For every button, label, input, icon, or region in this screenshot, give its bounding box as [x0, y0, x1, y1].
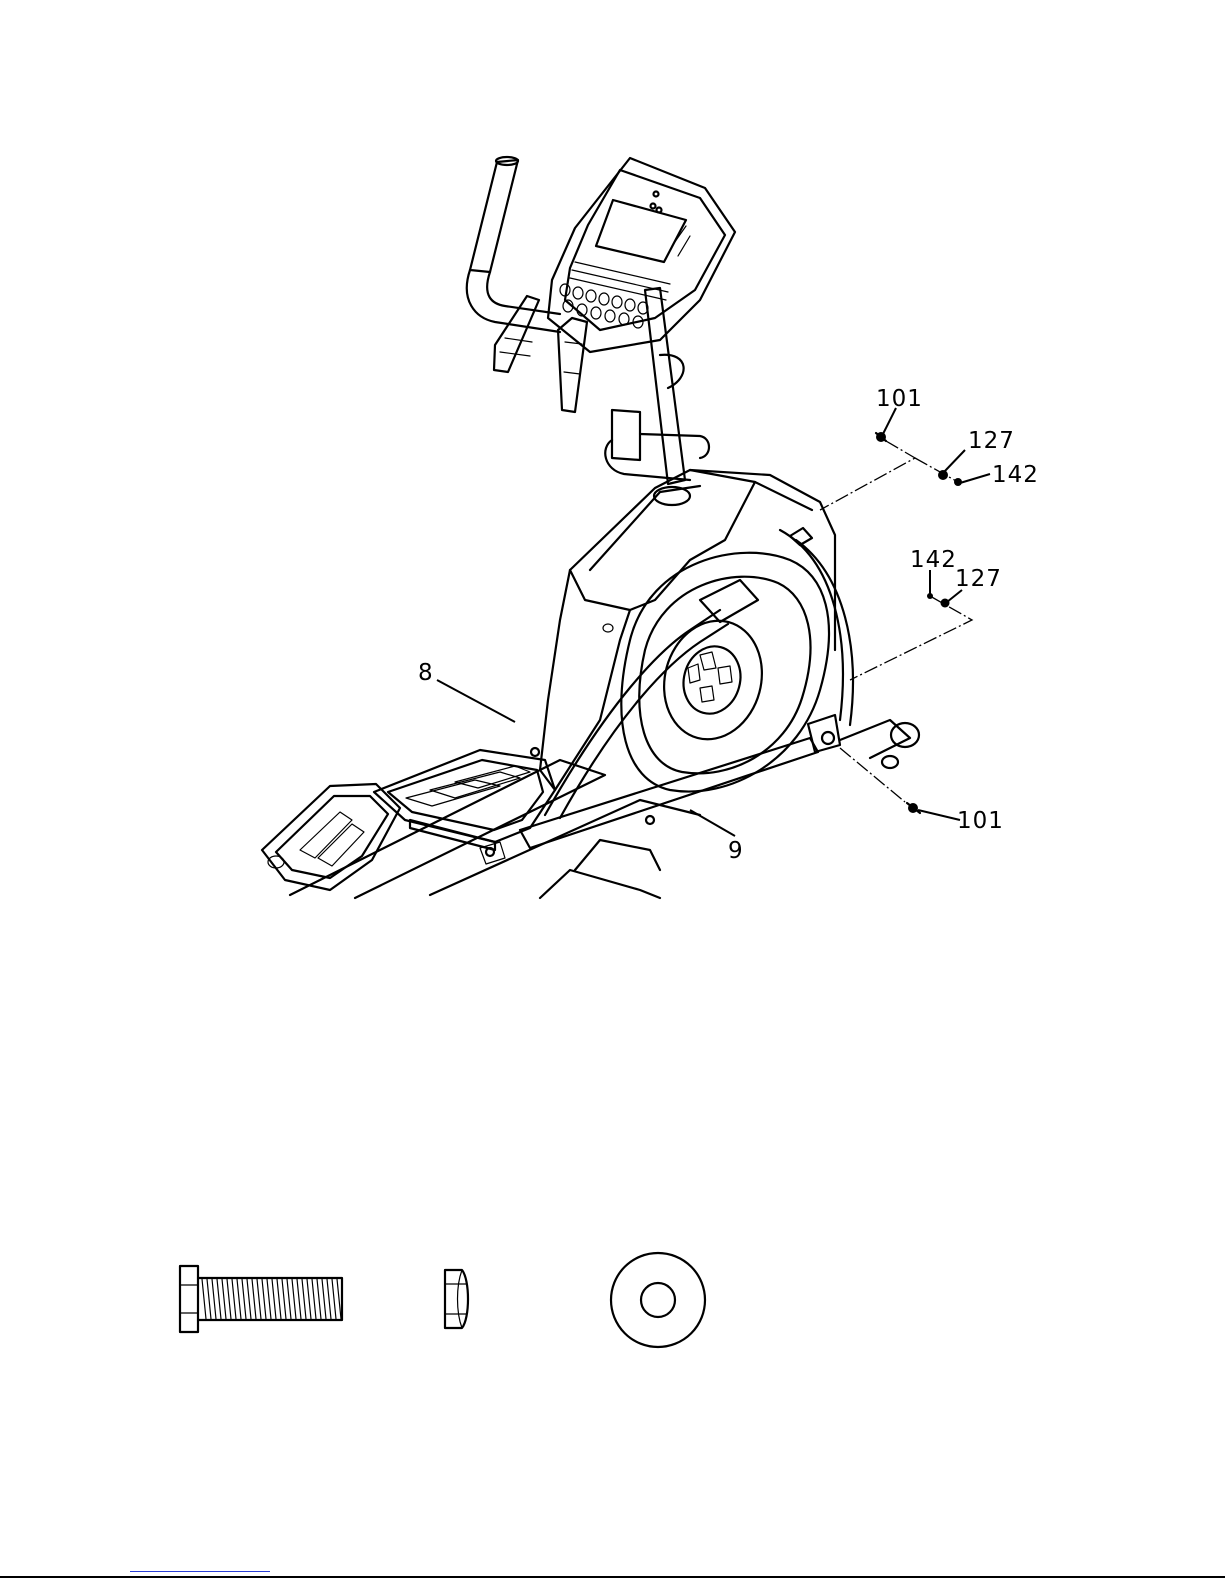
callout-127-mid: 127 — [955, 566, 1002, 592]
bolt-thread-line — [237, 1279, 241, 1319]
callout-9: 9 — [728, 838, 744, 864]
bolt-thread-line — [252, 1279, 256, 1319]
flywheel-cover — [621, 553, 829, 792]
callout-142-mid: 142 — [910, 547, 957, 573]
bolt-101-bottom — [907, 803, 920, 813]
flat-washer-illustration — [611, 1253, 705, 1347]
pedal-right — [374, 750, 555, 850]
bolt-thread-line — [232, 1279, 236, 1319]
bolt-thread-line — [262, 1279, 266, 1319]
bolt-thread-line — [212, 1279, 216, 1319]
bolt-thread-line — [227, 1279, 231, 1319]
bolt-thread-line — [257, 1279, 261, 1319]
footer-rule — [0, 1576, 1225, 1578]
callout-101-top: 101 — [876, 386, 923, 412]
bolt-thread-line — [307, 1279, 311, 1319]
bolt-thread-line — [277, 1279, 281, 1319]
callout-127-top: 127 — [968, 428, 1015, 454]
bolt-thread-line — [322, 1279, 326, 1319]
bolt-thread-line — [297, 1279, 301, 1319]
bolt-thread-line — [292, 1279, 296, 1319]
bolt-thread-line — [337, 1279, 341, 1319]
bolt-thread-line — [272, 1279, 276, 1319]
callout-101-bottom: 101 — [957, 808, 1004, 834]
bolt-thread-line — [312, 1279, 316, 1319]
assembly-axis-lines — [820, 441, 972, 802]
moving-handlebar — [467, 157, 587, 412]
bolt-thread-line — [287, 1279, 291, 1319]
bolt-thread-line — [207, 1279, 211, 1319]
bolt-101-top — [876, 432, 886, 442]
bolt-thread-line — [242, 1279, 246, 1319]
footer-link-underline — [130, 1571, 270, 1572]
bolt-thread-line — [222, 1279, 226, 1319]
bolt-thread-line — [267, 1279, 271, 1319]
hex-bolt-illustration — [180, 1266, 342, 1332]
lock-nut-illustration — [445, 1270, 468, 1328]
bolt-thread-line — [332, 1279, 336, 1319]
bolt-thread-line — [202, 1279, 206, 1319]
callout-8: 8 — [418, 660, 434, 686]
pedal-arm — [520, 610, 818, 848]
bolt-thread-line — [217, 1279, 221, 1319]
callout-142-top: 142 — [992, 462, 1039, 488]
bolt-thread-line — [302, 1279, 306, 1319]
bolt-thread-line — [317, 1279, 321, 1319]
bolt-thread-line — [327, 1279, 331, 1319]
bolt-thread-line — [247, 1279, 251, 1319]
bolt-thread-line — [282, 1279, 286, 1319]
console — [548, 158, 735, 352]
elliptical-trainer-illustration — [262, 157, 990, 898]
